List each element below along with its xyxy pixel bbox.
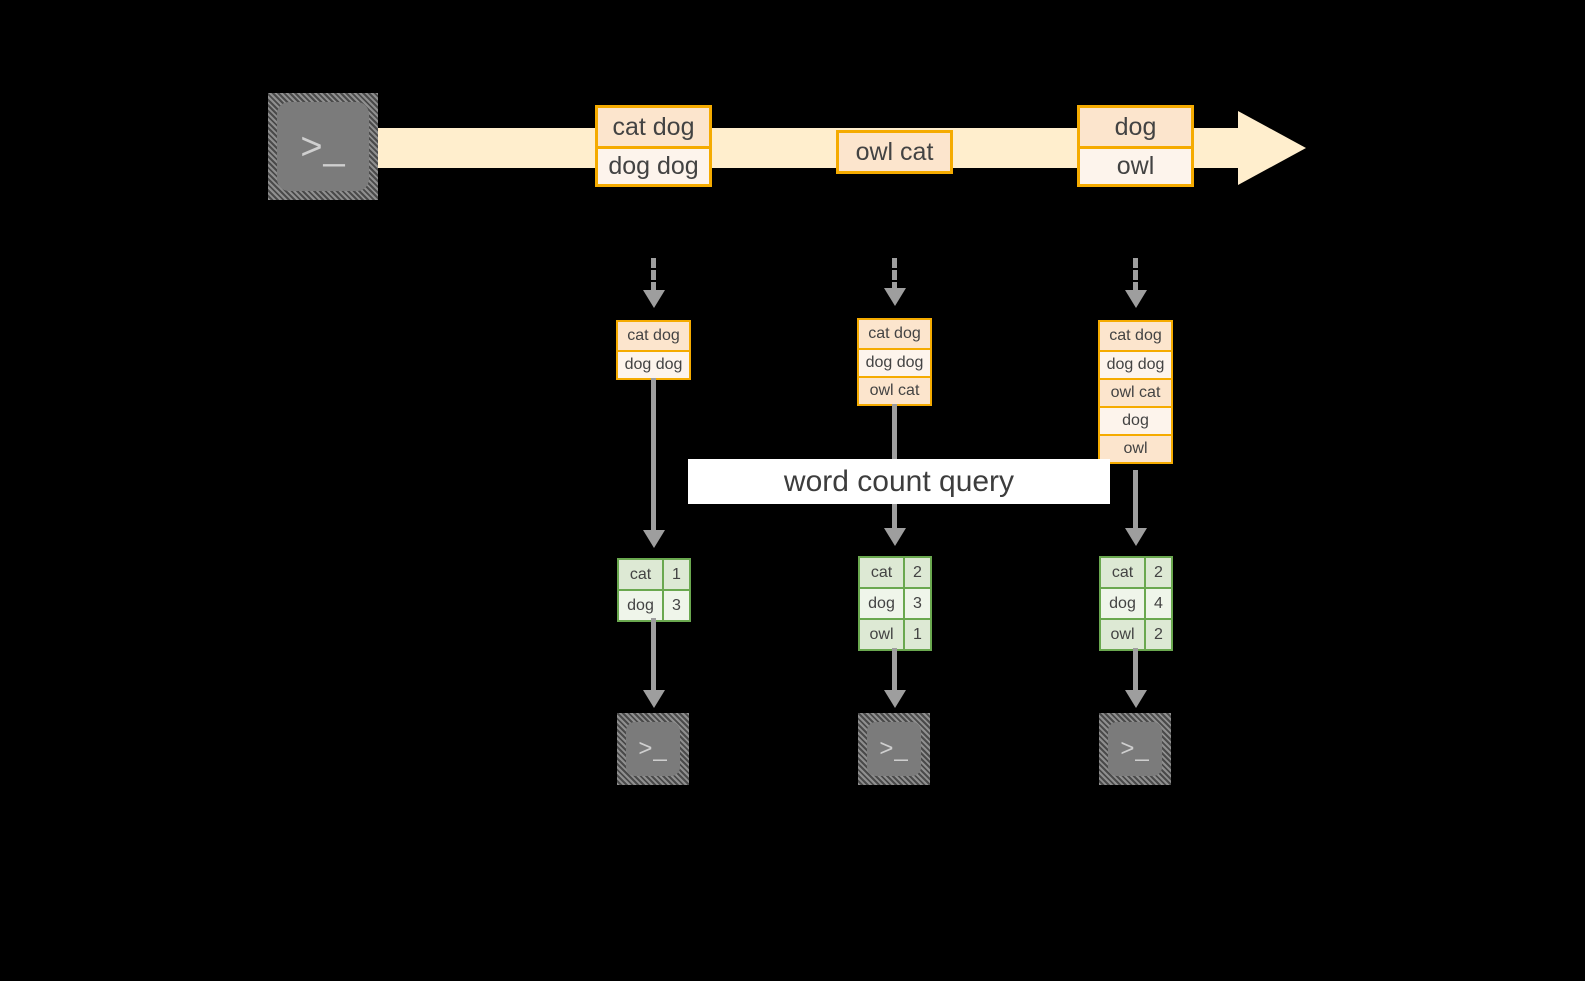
result-count: 1: [664, 560, 689, 589]
stream-to-snapshot-connector-2: [892, 258, 897, 292]
terminal-body: >_: [626, 722, 680, 776]
result-row: cat 2: [1101, 558, 1171, 587]
result-word: cat: [619, 560, 664, 589]
stream-message-line: owl cat: [839, 133, 950, 171]
result-count: 2: [1146, 558, 1171, 587]
stream-to-snapshot-arrowhead-3: [1125, 290, 1147, 308]
snapshot-table-2: cat dog dog dog owl cat: [857, 318, 932, 406]
stream-message-1: cat dog dog dog: [595, 105, 712, 187]
snapshot-to-result-connector-1: [651, 378, 656, 533]
stream-to-snapshot-connector-3: [1133, 258, 1138, 292]
result-row: owl 1: [860, 618, 930, 649]
result-row: dog 3: [619, 589, 689, 620]
snapshot-table-1: cat dog dog dog: [616, 320, 691, 380]
result-word: dog: [1101, 589, 1146, 618]
stream-arrow-head-icon: [1238, 111, 1306, 185]
consumer-terminal-icon-2: >_: [858, 713, 930, 785]
result-word: dog: [619, 591, 664, 620]
stream-message-line: dog: [1080, 108, 1191, 146]
snapshot-row: owl: [1100, 434, 1171, 462]
result-to-consumer-arrowhead-1: [643, 690, 665, 708]
result-row: owl 2: [1101, 618, 1171, 649]
snapshot-to-result-arrowhead-2: [884, 528, 906, 546]
result-to-consumer-arrowhead-2: [884, 690, 906, 708]
terminal-prompt-glyph: >_: [638, 735, 668, 762]
stream-message-line: dog dog: [598, 146, 709, 184]
terminal-prompt-glyph: >_: [879, 735, 909, 762]
terminal-body: >_: [1108, 722, 1162, 776]
result-count: 2: [905, 558, 930, 587]
snapshot-row: cat dog: [618, 322, 689, 350]
snapshot-row: owl cat: [1100, 378, 1171, 406]
result-to-consumer-connector-1: [651, 618, 656, 693]
stream-message-line: cat dog: [598, 108, 709, 146]
query-label-banner: [688, 459, 1110, 504]
snapshot-row: owl cat: [859, 376, 930, 404]
result-row: dog 4: [1101, 587, 1171, 618]
result-word: owl: [1101, 620, 1146, 649]
terminal-body: >_: [277, 102, 369, 191]
snapshot-row: dog dog: [1100, 350, 1171, 378]
producer-terminal-icon: >_: [268, 93, 378, 200]
stream-to-snapshot-connector-1: [651, 258, 656, 292]
result-count: 2: [1146, 620, 1171, 649]
consumer-terminal-icon-3: >_: [1099, 713, 1171, 785]
terminal-prompt-glyph: >_: [300, 125, 346, 168]
snapshot-table-3: cat dog dog dog owl cat dog owl: [1098, 320, 1173, 464]
stream-message-line: owl: [1080, 146, 1191, 184]
result-word: cat: [1101, 558, 1146, 587]
snapshot-row: cat dog: [1100, 322, 1171, 350]
result-word: dog: [860, 589, 905, 618]
snapshot-row: dog dog: [618, 350, 689, 378]
snapshot-row: dog dog: [859, 348, 930, 376]
snapshot-to-result-arrowhead-3: [1125, 528, 1147, 546]
stream-to-snapshot-arrowhead-2: [884, 288, 906, 306]
stream-message-3: dog owl: [1077, 105, 1194, 187]
result-table-3: cat 2 dog 4 owl 2: [1099, 556, 1173, 651]
result-word: owl: [860, 620, 905, 649]
result-count: 3: [905, 589, 930, 618]
snapshot-to-result-connector-3: [1133, 470, 1138, 533]
terminal-prompt-glyph: >_: [1120, 735, 1150, 762]
result-row: cat 1: [619, 560, 689, 589]
terminal-body: >_: [867, 722, 921, 776]
stream-to-snapshot-arrowhead-1: [643, 290, 665, 308]
snapshot-to-result-arrowhead-1: [643, 530, 665, 548]
result-count: 3: [664, 591, 689, 620]
stream-message-2: owl cat: [836, 130, 953, 174]
result-count: 4: [1146, 589, 1171, 618]
result-to-consumer-arrowhead-3: [1125, 690, 1147, 708]
result-table-1: cat 1 dog 3: [617, 558, 691, 622]
result-row: cat 2: [860, 558, 930, 587]
result-row: dog 3: [860, 587, 930, 618]
result-count: 1: [905, 620, 930, 649]
snapshot-row: dog: [1100, 406, 1171, 434]
result-word: cat: [860, 558, 905, 587]
consumer-terminal-icon-1: >_: [617, 713, 689, 785]
query-label-text: word count query: [783, 464, 1015, 498]
result-to-consumer-connector-3: [1133, 648, 1138, 693]
snapshot-row: cat dog: [859, 320, 930, 348]
result-table-2: cat 2 dog 3 owl 1: [858, 556, 932, 651]
result-to-consumer-connector-2: [892, 648, 897, 693]
